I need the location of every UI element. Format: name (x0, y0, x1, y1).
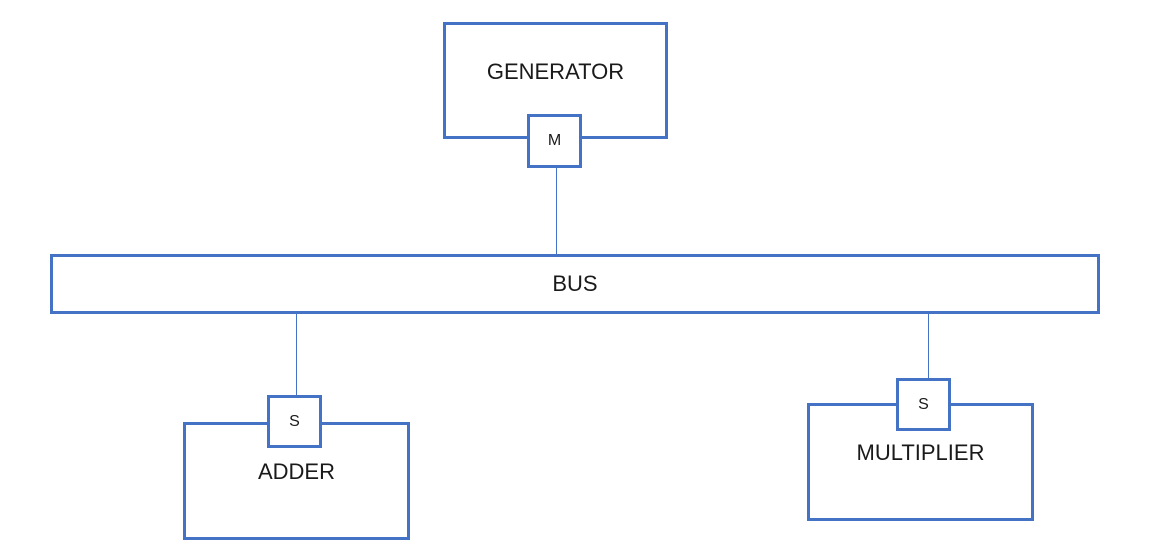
multiplier-label: MULTIPLIER (856, 440, 985, 465)
bus-box (50, 254, 1100, 314)
wire-bus-adder (296, 313, 297, 396)
multiplier-box (807, 403, 1034, 521)
generator-label: GENERATOR (486, 59, 625, 84)
wire-generator-bus (556, 167, 557, 256)
generator-master-port: M (527, 114, 582, 168)
adder-label: ADDER (257, 459, 335, 484)
wire-bus-multiplier (928, 313, 929, 379)
bus-label: BUS (552, 271, 598, 296)
multiplier-slave-port: S (896, 378, 951, 431)
adder-slave-port: S (267, 395, 322, 448)
